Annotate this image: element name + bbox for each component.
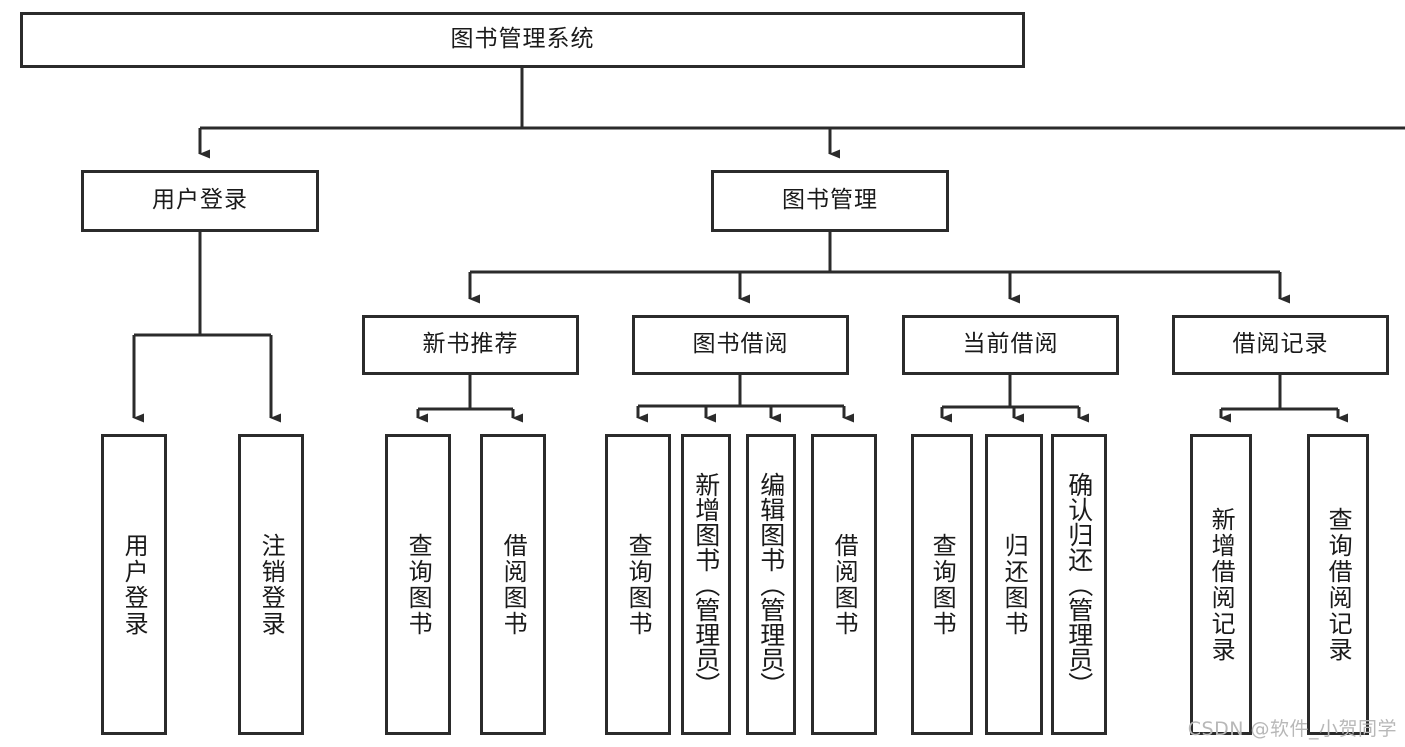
- leaf-user-logout[interactable]: 注销登录: [238, 434, 304, 735]
- node-user-login-label: 用户登录: [152, 187, 248, 214]
- node-new-book-recommend-label: 新书推荐: [422, 331, 519, 358]
- leaf-confirm-return-admin-label: 确认归还（管理员）: [1064, 472, 1094, 697]
- node-new-book-recommend[interactable]: 新书推荐: [362, 315, 579, 375]
- leaf-add-borrow-record-label: 新增借阅记录: [1207, 506, 1236, 663]
- leaf-query-borrow-record-label: 查询借阅记录: [1324, 506, 1353, 663]
- leaf-confirm-return-admin[interactable]: 确认归还（管理员）: [1051, 434, 1107, 735]
- node-root[interactable]: 图书管理系统: [20, 12, 1025, 68]
- leaf-borrow-book-recommend[interactable]: 借阅图书: [480, 434, 546, 735]
- leaf-lend-book-label: 借阅图书: [830, 532, 859, 637]
- node-root-label: 图书管理系统: [450, 26, 595, 53]
- leaf-query-borrow-record[interactable]: 查询借阅记录: [1307, 434, 1369, 735]
- leaf-return-book[interactable]: 归还图书: [985, 434, 1043, 735]
- leaf-add-book-admin[interactable]: 新增图书（管理员）: [681, 434, 731, 735]
- node-book-management-label: 图书管理: [782, 187, 878, 214]
- node-borrow-record-label: 借阅记录: [1232, 331, 1329, 358]
- leaf-user-login-label: 用户登录: [120, 532, 149, 637]
- node-book-borrow[interactable]: 图书借阅: [632, 315, 849, 375]
- leaf-add-book-admin-label: 新增图书（管理员）: [691, 472, 721, 697]
- node-user-login[interactable]: 用户登录: [81, 170, 319, 232]
- leaf-query-book-current-label: 查询图书: [928, 532, 957, 637]
- node-book-borrow-label: 图书借阅: [692, 331, 789, 358]
- node-book-management[interactable]: 图书管理: [711, 170, 949, 232]
- leaf-query-book-current[interactable]: 查询图书: [911, 434, 973, 735]
- node-current-borrow-label: 当前借阅: [962, 331, 1059, 358]
- leaf-edit-book-admin[interactable]: 编辑图书（管理员）: [746, 434, 796, 735]
- leaf-user-logout-label: 注销登录: [257, 532, 286, 637]
- leaf-query-book-recommend-label: 查询图书: [404, 532, 433, 637]
- leaf-add-borrow-record[interactable]: 新增借阅记录: [1190, 434, 1252, 735]
- node-current-borrow[interactable]: 当前借阅: [902, 315, 1119, 375]
- leaf-query-book-label: 查询图书: [624, 532, 653, 637]
- leaf-query-book[interactable]: 查询图书: [605, 434, 671, 735]
- node-borrow-record[interactable]: 借阅记录: [1172, 315, 1389, 375]
- csdn-watermark: CSDN @软件_小贺同学: [1187, 718, 1397, 740]
- leaf-lend-book[interactable]: 借阅图书: [811, 434, 877, 735]
- leaf-return-book-label: 归还图书: [1000, 532, 1029, 637]
- leaf-borrow-book-recommend-label: 借阅图书: [499, 532, 528, 637]
- leaf-user-login[interactable]: 用户登录: [101, 434, 167, 735]
- leaf-query-book-recommend[interactable]: 查询图书: [385, 434, 451, 735]
- leaf-edit-book-admin-label: 编辑图书（管理员）: [756, 472, 786, 697]
